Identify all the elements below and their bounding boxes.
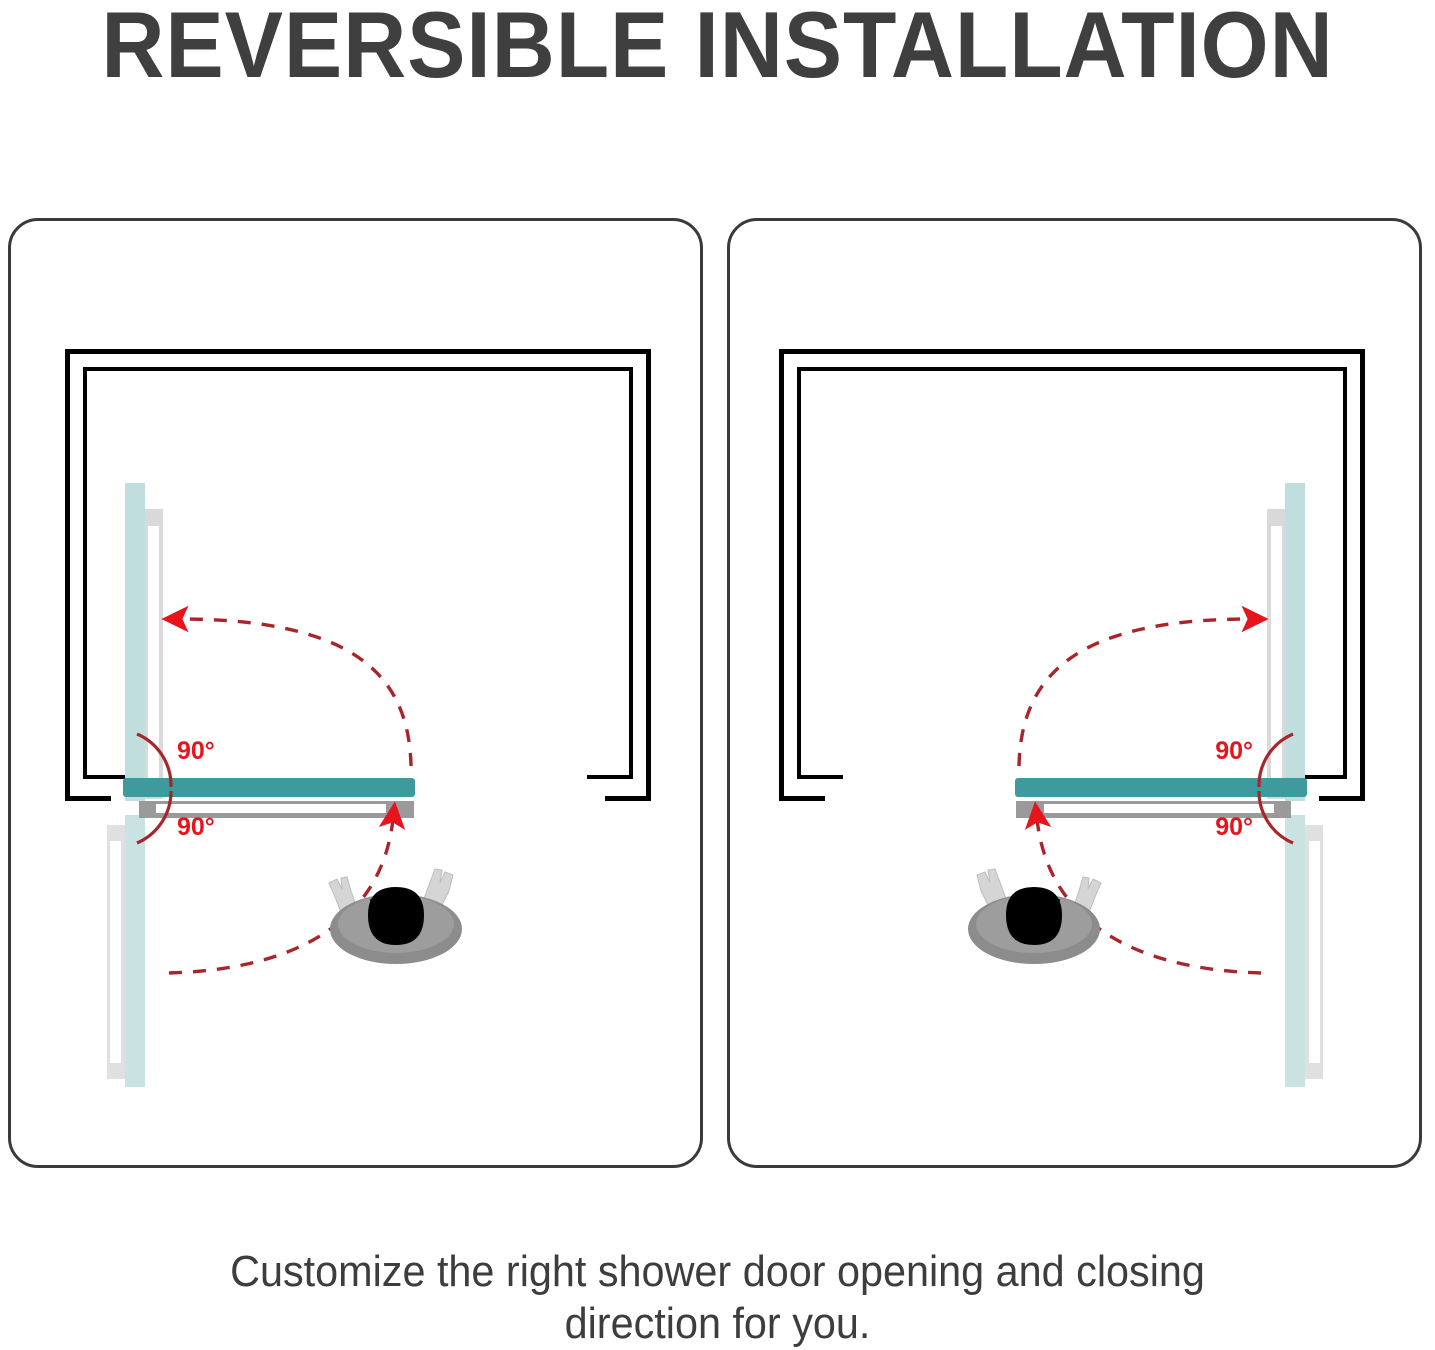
- wall-inner-bottom-left-return: [83, 775, 129, 779]
- angle-label-lower: 90°: [177, 813, 215, 841]
- caption: Customize the right shower door opening …: [43, 1246, 1392, 1350]
- door-panel-shadow-inner: [156, 804, 386, 813]
- angle-arc-lower: [136, 790, 173, 845]
- right-installation-panel: 90° 90°: [727, 218, 1422, 1168]
- swing-annotation-group: [1017, 605, 1294, 975]
- page-title: REVERSIBLE INSTALLATION: [101, 0, 1334, 97]
- person-hair-fringe: [369, 893, 396, 911]
- wall-outer-left: [65, 349, 70, 801]
- panels-container: 90° 90°: [0, 218, 1435, 1173]
- swing-annotation-group: [136, 605, 413, 975]
- angle-arc-lower: [1257, 790, 1294, 845]
- person-hair-fringe: [1034, 893, 1061, 911]
- angle-label-upper: 90°: [1215, 737, 1253, 765]
- right-scene: 90° 90°: [730, 221, 1419, 1165]
- glass-panel-shadow-lower-inner: [110, 841, 121, 1063]
- arc-door-open-upper: [161, 605, 413, 767]
- wall-outer-bottom-right-return: [605, 796, 651, 801]
- caption-line-1: Customize the right shower door opening …: [230, 1247, 1205, 1296]
- left-installation-panel: 90° 90°: [8, 218, 703, 1168]
- wall-inner-top: [83, 367, 633, 371]
- angle-label-lower: 90°: [1215, 813, 1253, 841]
- angle-label-upper: 90°: [177, 737, 215, 765]
- angle-arc-upper: [136, 732, 173, 788]
- wall-inner-left: [83, 367, 87, 779]
- wall-outer-bottom-left-return: [65, 796, 111, 801]
- person-hair: [368, 887, 424, 945]
- glass-panel-shadow-upper-inner: [148, 526, 159, 784]
- glass-panel-icon-upper: [125, 483, 145, 801]
- angle-arc-upper: [1257, 732, 1294, 788]
- door-panel-icon: [123, 778, 415, 797]
- wall-inner-bottom-right-return: [587, 775, 633, 779]
- arc-door-open-upper: [1017, 605, 1269, 767]
- person-top-view-icon: [328, 868, 462, 964]
- wall-inner-right: [629, 367, 633, 779]
- glass-panel-icon-lower: [125, 815, 145, 1087]
- wall-outer-right: [646, 349, 651, 801]
- left-scene: 90° 90°: [11, 221, 700, 1165]
- person-hair: [1006, 887, 1062, 945]
- wall-outer-top: [65, 349, 651, 354]
- caption-line-2: direction for you.: [564, 1299, 871, 1348]
- person-top-view-icon: [968, 868, 1102, 964]
